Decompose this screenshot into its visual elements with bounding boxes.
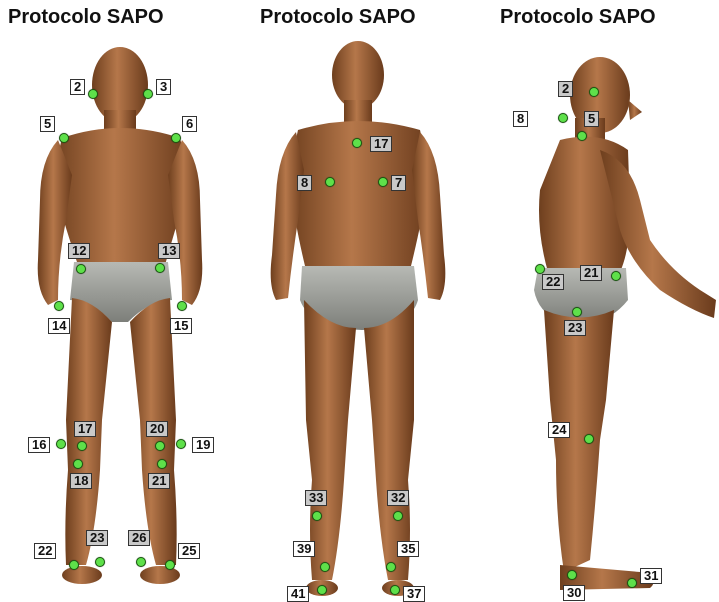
- back-landmark-32-label: 32: [387, 490, 409, 506]
- back-landmark-33-marker: [312, 511, 322, 521]
- front-landmark-14-marker: [54, 301, 64, 311]
- back-landmark-39-marker: [320, 562, 330, 572]
- side-landmark-31-label: 31: [640, 568, 662, 584]
- front-landmark-22-marker: [69, 560, 79, 570]
- front-landmark-16-label: 16: [28, 437, 50, 453]
- back-landmark-35-label: 35: [397, 541, 419, 557]
- back-landmark-7-marker: [378, 177, 388, 187]
- front-landmark-19-marker: [176, 439, 186, 449]
- front-landmark-2-label: 2: [70, 79, 85, 95]
- side-landmark-23-label: 23: [564, 320, 586, 336]
- front-landmark-16-marker: [56, 439, 66, 449]
- side-landmark-8-label: 8: [513, 111, 528, 127]
- back-landmark-35-marker: [386, 562, 396, 572]
- side-landmark-21-label: 21: [580, 265, 602, 281]
- front-landmark-15-marker: [177, 301, 187, 311]
- front-landmark-25-label: 25: [178, 543, 200, 559]
- back-landmark-37-label: 37: [403, 586, 425, 602]
- front-landmark-12-marker: [76, 264, 86, 274]
- back-landmark-32-marker: [393, 511, 403, 521]
- front-landmark-26-label: 26: [128, 530, 150, 546]
- side-landmark-2-marker: [589, 87, 599, 97]
- front-figure: [38, 47, 203, 584]
- back-landmark-33-label: 33: [305, 490, 327, 506]
- front-landmark-6-label: 6: [182, 116, 197, 132]
- back-landmark-37-marker: [390, 585, 400, 595]
- front-landmark-14-label: 14: [48, 318, 70, 334]
- side-landmark-30-label: 30: [563, 585, 585, 601]
- front-landmark-12-label: 12: [68, 243, 90, 259]
- back-landmark-41-label: 41: [287, 586, 309, 602]
- front-landmark-23-marker: [95, 557, 105, 567]
- side-landmark-8-marker: [558, 113, 568, 123]
- back-landmark-41-marker: [317, 585, 327, 595]
- back-figure: [271, 41, 446, 596]
- front-landmark-21-marker: [157, 459, 167, 469]
- front-landmark-21-label: 21: [148, 473, 170, 489]
- side-landmark-22-label: 22: [542, 274, 564, 290]
- front-landmark-15-label: 15: [170, 318, 192, 334]
- front-landmark-3-label: 3: [156, 79, 171, 95]
- front-landmark-19-label: 19: [192, 437, 214, 453]
- front-landmark-20-marker: [155, 441, 165, 451]
- front-landmark-13-label: 13: [158, 243, 180, 259]
- side-landmark-22-marker: [535, 264, 545, 274]
- side-landmark-5-label: 5: [584, 111, 599, 127]
- front-landmark-6-marker: [171, 133, 181, 143]
- back-landmark-17-marker: [352, 138, 362, 148]
- front-landmark-25-marker: [165, 560, 175, 570]
- front-landmark-23-label: 23: [86, 530, 108, 546]
- side-landmark-2-label: 2: [558, 81, 573, 97]
- back-landmark-8-marker: [325, 177, 335, 187]
- side-landmark-5-marker: [577, 131, 587, 141]
- back-landmark-8-label: 8: [297, 175, 312, 191]
- back-landmark-39-label: 39: [293, 541, 315, 557]
- front-landmark-20-label: 20: [146, 421, 168, 437]
- front-landmark-13-marker: [155, 263, 165, 273]
- side-landmark-23-marker: [572, 307, 582, 317]
- front-landmark-18-marker: [73, 459, 83, 469]
- back-landmark-7-label: 7: [391, 175, 406, 191]
- side-landmark-30-marker: [567, 570, 577, 580]
- side-landmark-31-marker: [627, 578, 637, 588]
- side-landmark-24-label: 24: [548, 422, 570, 438]
- front-landmark-17-marker: [77, 441, 87, 451]
- front-landmark-3-marker: [143, 89, 153, 99]
- front-landmark-5-label: 5: [40, 116, 55, 132]
- side-figure: [534, 57, 716, 590]
- front-landmark-26-marker: [136, 557, 146, 567]
- front-landmark-2-marker: [88, 89, 98, 99]
- front-landmark-22-label: 22: [34, 543, 56, 559]
- front-landmark-18-label: 18: [70, 473, 92, 489]
- front-landmark-17-label: 17: [74, 421, 96, 437]
- front-landmark-5-marker: [59, 133, 69, 143]
- back-landmark-17-label: 17: [370, 136, 392, 152]
- side-landmark-24-marker: [584, 434, 594, 444]
- side-landmark-21-marker: [611, 271, 621, 281]
